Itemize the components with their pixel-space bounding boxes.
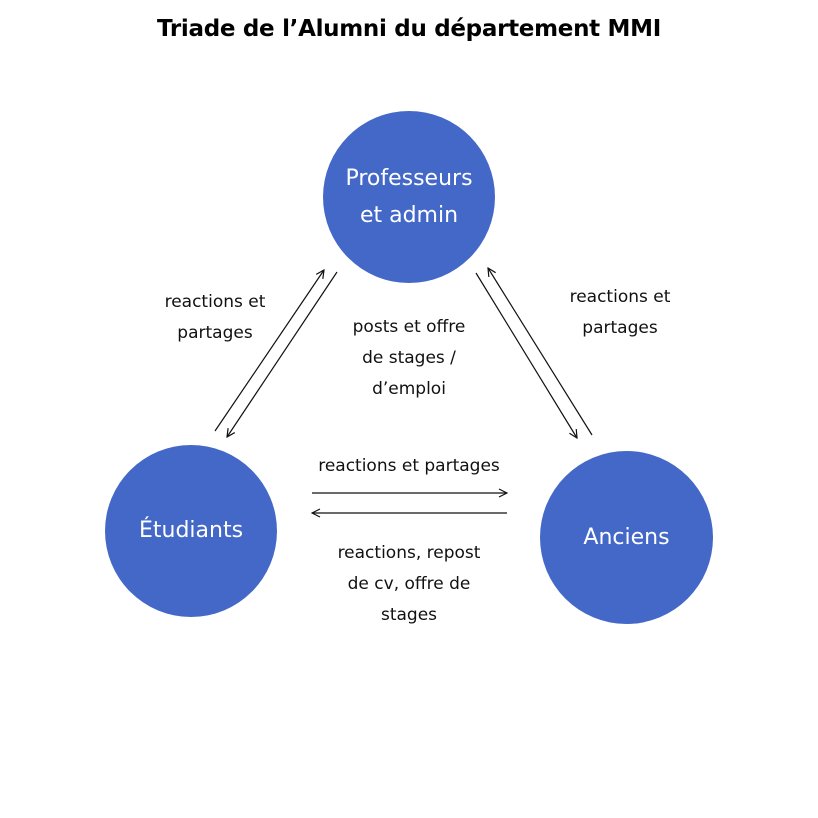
edge-label-bottom: reactions, repost de cv, offre de stages xyxy=(337,543,481,625)
node-etudiants: Étudiants xyxy=(105,445,277,617)
arrow-etudiants-to-profs xyxy=(214,270,324,432)
node-professeurs-label: Professeurs et admin xyxy=(345,165,473,228)
edge-label-left: reactions et partages xyxy=(164,292,266,343)
edge-label-center: posts et offre de stages / d’emploi xyxy=(352,317,466,399)
edge-label-bottom-top: reactions et partages xyxy=(318,456,500,476)
arrow-profs-to-anciens xyxy=(475,272,577,438)
edge-label-right: reactions et partages xyxy=(569,287,671,338)
node-anciens-label: Anciens xyxy=(583,524,670,550)
arrow-profs-to-etudiants xyxy=(227,271,338,437)
node-etudiants-label: Étudiants xyxy=(138,518,244,544)
diagram-title: Triade de l’Alumni du département MMI xyxy=(157,16,661,42)
node-professeurs: Professeurs et admin xyxy=(323,111,495,283)
arrow-anciens-to-profs xyxy=(488,268,593,436)
node-anciens: Anciens xyxy=(540,451,713,624)
